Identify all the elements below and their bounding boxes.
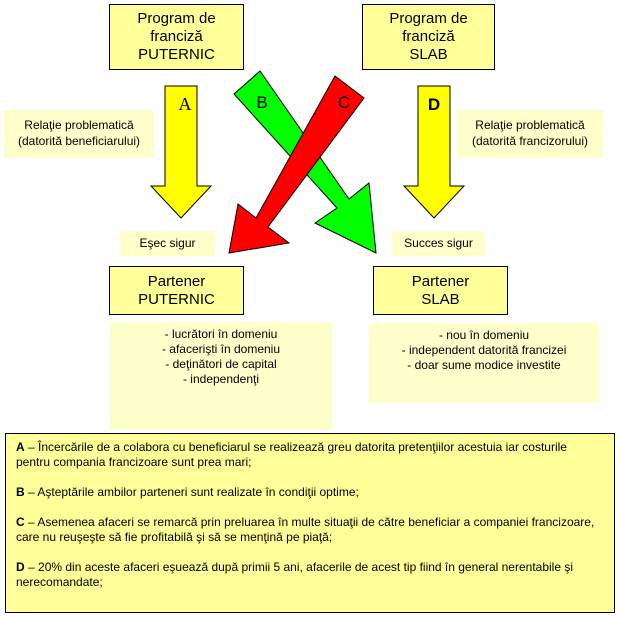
partner-weak-traits: - nou în domeniu - independent datorită … [369, 323, 599, 403]
problem-note-right: Relaţie problematică (datorită francizor… [457, 110, 603, 158]
outcome-failure: Eşec sigur [120, 231, 215, 256]
problem-note-left: Relaţie problematică (datorită beneficia… [4, 110, 154, 158]
program-strong-line3: PUTERNIC [138, 46, 215, 63]
arrow-d-label: D [428, 95, 440, 114]
problem-note-right-line2: (datorită francizorului) [471, 134, 589, 148]
legend-text-b: – Aşteptările ambilor parteneri sunt rea… [24, 485, 359, 499]
partner-strong-traits: - lucrători în domeniu - afacerişti în d… [110, 322, 332, 430]
list-item: - doar sume modice investite [407, 358, 561, 372]
program-weak-line1: Program de [389, 10, 468, 27]
list-item: - independenţi [182, 372, 260, 386]
partner-weak-box: Partener SLAB [373, 266, 508, 315]
legend-key-a: A [16, 440, 25, 454]
legend-key-d: D [16, 560, 25, 574]
problem-note-right-line1: Relaţie problematică [475, 118, 585, 132]
legend-item-a: A – Încercările de a colabora cu benefic… [16, 440, 604, 470]
program-weak-box: Program de franciză SLAB [362, 4, 495, 70]
partner-strong-box: Partener PUTERNIC [109, 266, 244, 315]
partner-weak-line1: Partener [411, 273, 470, 290]
legend-key-c: C [16, 515, 25, 529]
arrow-c-label: C [338, 93, 350, 112]
legend-text-d: – 20% din aceste afaceri eşuează după pr… [16, 560, 574, 589]
arrow-d [402, 85, 466, 219]
list-item: - lucrători în domeniu [164, 327, 278, 341]
outcome-failure-text: Eşec sigur [139, 236, 196, 250]
problem-note-left-line1: Relaţie problematică [24, 118, 134, 132]
outcome-success: Succes sigur [392, 231, 485, 256]
partner-strong-line2: PUTERNIC [138, 291, 215, 308]
legend-key-b: B [16, 485, 25, 499]
list-item: - afacerişti în domeniu [161, 342, 281, 356]
legend-text-c: – Asemenea afaceri se remarcă prin prelu… [16, 515, 595, 544]
legend-box: A – Încercările de a colabora cu benefic… [5, 433, 615, 613]
arrow-b-label: B [256, 93, 267, 112]
legend-item-d: D – 20% din aceste afaceri eşuează după … [16, 560, 604, 590]
program-weak-line2: franciză [402, 28, 455, 45]
arrow-c [228, 75, 365, 254]
legend-text-a: – Încercările de a colabora cu beneficia… [16, 440, 567, 469]
arrow-a [149, 85, 213, 219]
list-item: - nou în domeniu [438, 328, 530, 342]
legend-item-b: B – Aşteptările ambilor parteneri sunt r… [16, 485, 604, 500]
outcome-success-text: Succes sigur [404, 236, 473, 250]
problem-note-left-line2: (datorită beneficiarului) [17, 134, 141, 148]
legend-item-c: C – Asemenea afaceri se remarcă prin pre… [16, 515, 604, 545]
program-strong-line2: franciză [150, 28, 203, 45]
program-weak-line3: SLAB [409, 46, 448, 63]
partner-weak-line2: SLAB [421, 291, 460, 308]
partner-strong-line1: Partener [147, 273, 206, 290]
program-strong-box: Program de franciză PUTERNIC [109, 4, 244, 70]
list-item: - deţinători de capital [165, 357, 277, 371]
arrow-a-label: A [179, 94, 192, 114]
program-strong-line1: Program de [137, 10, 216, 27]
list-item: - independent datorită francizei [401, 343, 567, 357]
